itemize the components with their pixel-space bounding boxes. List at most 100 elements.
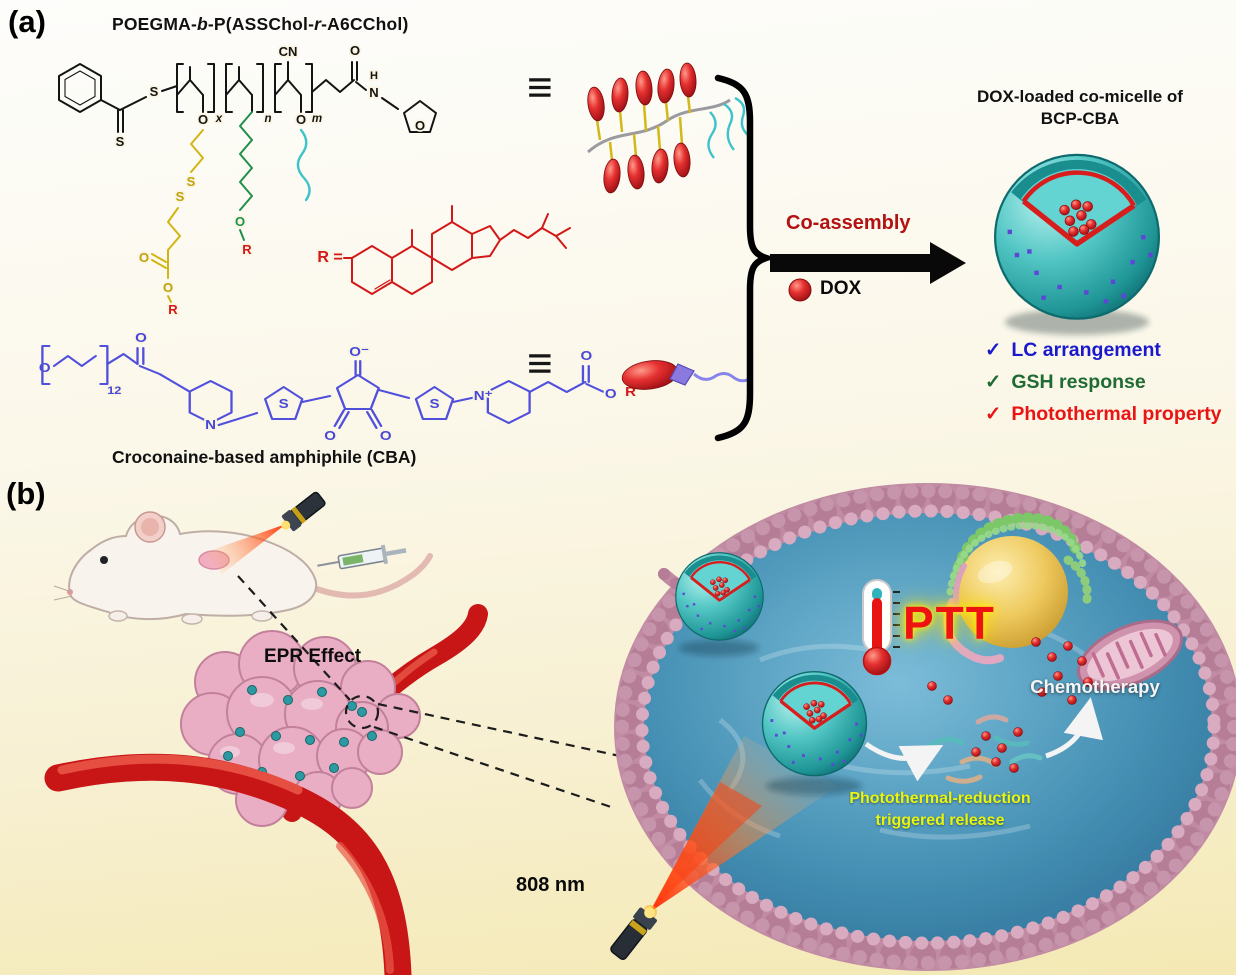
subscript-m: m	[312, 113, 322, 125]
feature-photothermal: ✓ Photothermal property	[985, 402, 1222, 426]
equivalence-symbol-top: ≡	[527, 63, 553, 112]
atom-o: O	[198, 112, 208, 127]
check-icon: ✓	[985, 371, 1002, 393]
atom-o: O	[581, 348, 593, 363]
release-label: Photothermal-reduction triggered release	[805, 788, 1075, 831]
atom-s: S	[176, 189, 185, 204]
micelle-caption: DOX-loaded co-micelle of BCP-CBA	[930, 86, 1230, 130]
atom-cn: CN	[279, 44, 298, 59]
atom-o: O	[605, 386, 617, 401]
mouse-illustration	[53, 511, 433, 625]
mouse-tail	[311, 553, 433, 599]
polymer-name-part: POEGMA-	[112, 14, 198, 34]
cba-caption: Croconaine-based amphiphile (CBA)	[112, 447, 417, 467]
release-label-line2: triggered release	[875, 811, 1005, 829]
polymer-name: POEGMA-b-P(ASSChol-r-A6CChol)	[112, 14, 408, 35]
release-arrow	[864, 741, 944, 782]
polymer-name-italic-r: r	[314, 14, 322, 34]
feature-label: Photothermal property	[1011, 403, 1222, 425]
atom-s: S	[116, 134, 125, 149]
dox-label: DOX	[820, 278, 862, 299]
micelle-caption-line1: DOX-loaded co-micelle of	[977, 87, 1183, 106]
hexyl-side-chain: O R	[233, 111, 254, 259]
dox-sphere	[788, 278, 812, 302]
feature-lc-arrangement: ✓ LC arrangement	[985, 338, 1222, 362]
zoom-circle	[344, 694, 380, 730]
polymer-structure: S S x n CN m O N H O O	[58, 41, 437, 151]
atom-s: S	[429, 396, 439, 411]
atom-o-minus: O⁻	[349, 344, 369, 359]
atom-o: O	[135, 330, 147, 345]
thermometer	[862, 579, 900, 676]
mouse-eye	[100, 556, 108, 564]
panel-b-label: (b)	[6, 476, 46, 511]
polymer-name-part: -A6CChol)	[321, 14, 409, 34]
mitochondrion	[1076, 619, 1184, 691]
micelle-caption-line2: BCP-CBA	[1040, 109, 1120, 129]
zoom-guides	[237, 575, 621, 810]
panel-a-label: (a)	[8, 4, 46, 39]
chemotherapy-label: Chemotherapy	[1030, 676, 1160, 697]
polymer-name-italic-b: b	[197, 14, 208, 34]
chemotherapy-arrow	[1045, 697, 1104, 759]
laser-beam-core	[650, 782, 762, 911]
atom-n: N	[205, 417, 216, 432]
laser-device-mouse	[281, 491, 326, 532]
subscript-x: x	[215, 113, 223, 125]
disulfide-side-chain: S S O O R	[137, 129, 204, 319]
check-icon: ✓	[985, 403, 1002, 425]
atom-h: H	[370, 70, 378, 82]
oeg-side-chain	[296, 128, 311, 202]
grouping-brace	[714, 74, 777, 442]
atom-o-furan: O	[415, 118, 425, 133]
feature-gsh-response: ✓ GSH response	[985, 370, 1222, 394]
atom-o: O	[380, 428, 392, 443]
atom-o: O	[324, 428, 336, 443]
atom-s: S	[187, 174, 196, 189]
subscript-n: n	[264, 113, 271, 125]
epr-effect-label: EPR Effect	[264, 646, 362, 667]
polymer-cartoon	[587, 62, 750, 194]
coassembly-label: Co-assembly	[786, 212, 911, 234]
laser-beam-mouse	[206, 524, 286, 574]
laser-wavelength-label: 808 nm	[516, 874, 585, 896]
subscript-12: 12	[107, 384, 122, 397]
cba-cartoon	[621, 360, 752, 390]
coassembly-arrow	[770, 242, 966, 284]
panel-b-graphics	[44, 483, 1236, 975]
feature-label: LC arrangement	[1011, 339, 1161, 361]
blood-vessel-main	[44, 753, 412, 975]
intracellular-micelle-1	[674, 551, 765, 642]
micelle1-shadow	[679, 640, 759, 656]
nucleus	[943, 512, 1092, 665]
tumor-nanoparticles	[223, 685, 377, 781]
atom-o: O	[163, 280, 173, 295]
polymer-name-part: -P(ASSChol-	[207, 14, 315, 34]
ptt-label: PTT	[903, 597, 996, 649]
mouse-nose	[67, 589, 73, 595]
atom-o: O	[39, 360, 51, 375]
micelle-shadow	[1005, 309, 1149, 335]
atom-s: S	[150, 84, 159, 99]
check-icon: ✓	[985, 339, 1002, 361]
r-equals-label: R =	[317, 249, 342, 266]
micelle2-shadow	[766, 777, 862, 795]
atom-r: R	[242, 242, 252, 257]
dox-comicelle	[995, 155, 1159, 319]
atom-n-plus: N⁺	[474, 388, 493, 403]
feature-list: ✓ LC arrangement ✓ GSH response ✓ Photot…	[985, 338, 1222, 426]
atom-s: S	[279, 396, 289, 411]
released-dox-dots	[927, 637, 1093, 773]
atom-n: N	[369, 85, 378, 100]
croconaine-structure: O 12 O N S O⁻ O O S N⁺ O O R	[37, 328, 638, 445]
intracellular-micelle-2	[760, 669, 869, 778]
atom-o: O	[296, 112, 306, 127]
release-label-line1: Photothermal-reduction	[849, 790, 1031, 807]
cholesterol-structure: R =	[316, 205, 571, 295]
er-ribbon-pink	[943, 598, 1004, 665]
atom-r: R	[168, 302, 178, 317]
equivalence-symbol-bottom: ≡	[527, 339, 553, 388]
atom-o: O	[139, 250, 149, 265]
atom-o: O	[235, 214, 245, 229]
